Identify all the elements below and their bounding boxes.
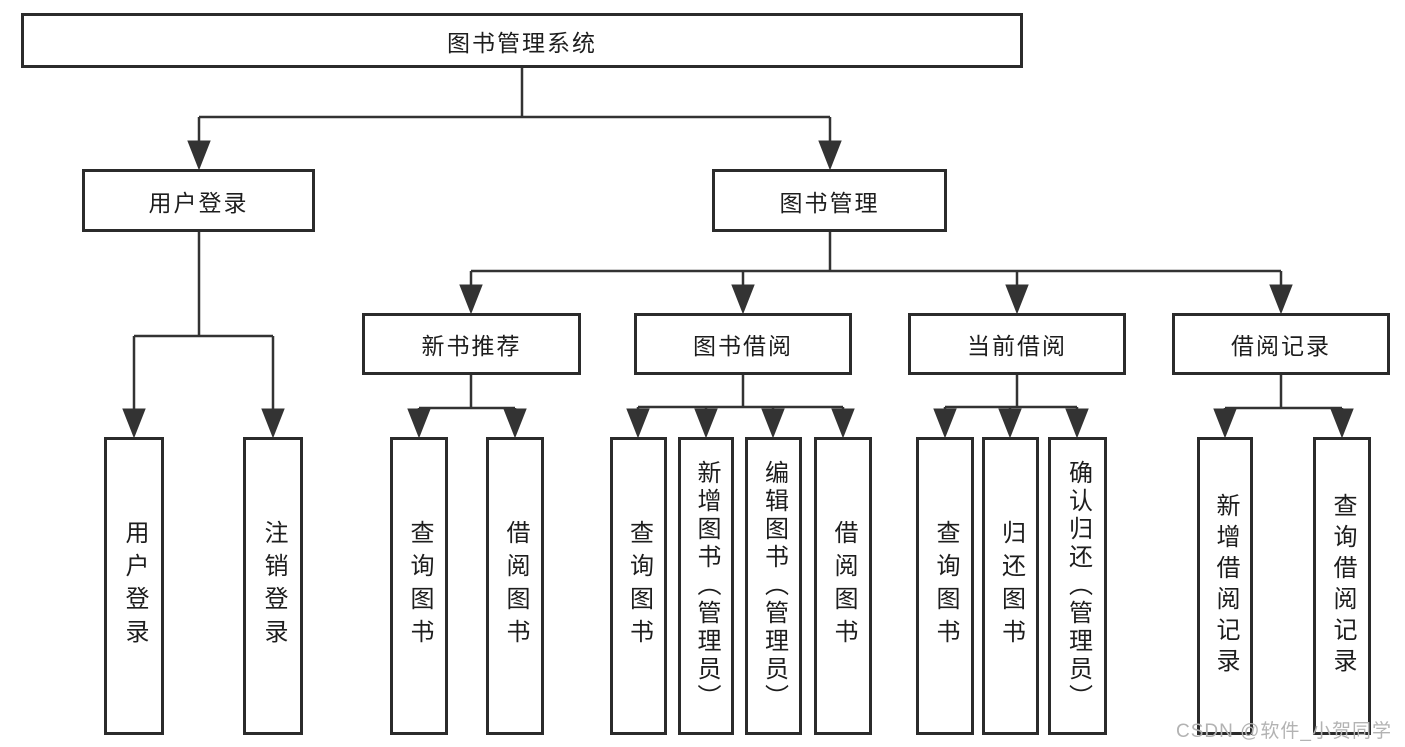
leaf-label: 编辑图书（管理员） [760, 460, 788, 712]
connector-root-to-level2 [187, 68, 842, 171]
arrowhead [831, 408, 855, 439]
node-current-borrow: 当前借阅 [908, 313, 1126, 375]
leaf-label: 查询图书 [625, 520, 653, 652]
arrowhead [761, 408, 785, 439]
leaf-label: 新增图书（管理员） [693, 460, 720, 712]
leaf-label: 新增借阅记录 [1212, 493, 1239, 679]
leaf-label: 归还图书 [997, 520, 1025, 652]
node-label: 图书管理系统 [447, 29, 597, 56]
leaf-query-borrow-record: 查询借阅记录 [1313, 437, 1371, 735]
arrowhead [694, 408, 718, 439]
leaf-confirm-return-admin: 确认归还（管理员） [1048, 437, 1107, 735]
connector-current-borrow-to-leaves [933, 375, 1089, 439]
arrowhead [731, 284, 755, 315]
leaf-label: 确认归还（管理员） [1064, 460, 1092, 712]
leaf-label: 查询图书 [932, 520, 959, 652]
arrowhead [626, 408, 650, 439]
leaf-borrow-books-borrow: 借阅图书 [814, 437, 872, 735]
arrowhead [261, 408, 285, 439]
csdn-watermark: CSDN @软件_小贺同学 [1176, 721, 1392, 742]
arrowhead [187, 140, 211, 171]
leaf-label: 注销登录 [260, 520, 287, 652]
node-label: 借阅记录 [1231, 333, 1331, 359]
leaf-add-book-admin: 新增图书（管理员） [678, 437, 734, 735]
node-label: 图书借阅 [693, 333, 793, 359]
leaf-logout: 注销登录 [243, 437, 303, 735]
connector-book-borrow-to-leaves [626, 375, 855, 439]
node-root-library-system: 图书管理系统 [21, 13, 1023, 68]
leaf-user-login: 用户登录 [104, 437, 164, 735]
node-label: 新书推荐 [421, 333, 522, 359]
connector-borrow-records-to-leaves [1213, 375, 1354, 439]
leaf-borrow-books-recommend: 借阅图书 [486, 437, 544, 735]
node-user-login: 用户登录 [82, 169, 315, 232]
leaf-label: 借阅图书 [502, 520, 529, 652]
node-new-book-recommend: 新书推荐 [362, 313, 581, 375]
leaf-label: 查询借阅记录 [1329, 493, 1356, 679]
leaf-query-books-current: 查询图书 [916, 437, 974, 735]
leaf-label: 借阅图书 [830, 520, 857, 652]
node-label: 用户登录 [148, 189, 249, 216]
leaf-query-books-recommend: 查询图书 [390, 437, 448, 735]
arrowhead [1330, 408, 1354, 439]
arrowhead [1269, 284, 1293, 315]
leaf-label: 查询图书 [406, 520, 433, 652]
arrowhead [818, 140, 842, 171]
arrowhead [1005, 284, 1029, 315]
arrowhead [407, 408, 431, 439]
node-label: 图书管理 [779, 189, 880, 216]
node-borrow-records: 借阅记录 [1172, 313, 1390, 375]
node-book-management: 图书管理 [712, 169, 947, 232]
connector-book-management-to-level3 [459, 232, 1293, 315]
arrowhead [503, 408, 527, 439]
leaf-query-books-borrow: 查询图书 [610, 437, 667, 735]
arrowhead [1213, 408, 1237, 439]
leaf-return-books: 归还图书 [982, 437, 1039, 735]
arrowhead [122, 408, 146, 439]
arrowhead [1065, 408, 1089, 439]
arrowhead [459, 284, 483, 315]
leaf-label: 用户登录 [121, 520, 148, 652]
node-label: 当前借阅 [967, 333, 1067, 359]
node-book-borrow: 图书借阅 [634, 313, 852, 375]
leaf-edit-book-admin: 编辑图书（管理员） [745, 437, 802, 735]
arrowhead [998, 408, 1022, 439]
connector-user-login-to-leaves [122, 232, 285, 439]
leaf-add-borrow-record: 新增借阅记录 [1197, 437, 1253, 735]
arrowhead [933, 408, 957, 439]
connector-new-book-recommend-to-leaves [407, 375, 527, 439]
